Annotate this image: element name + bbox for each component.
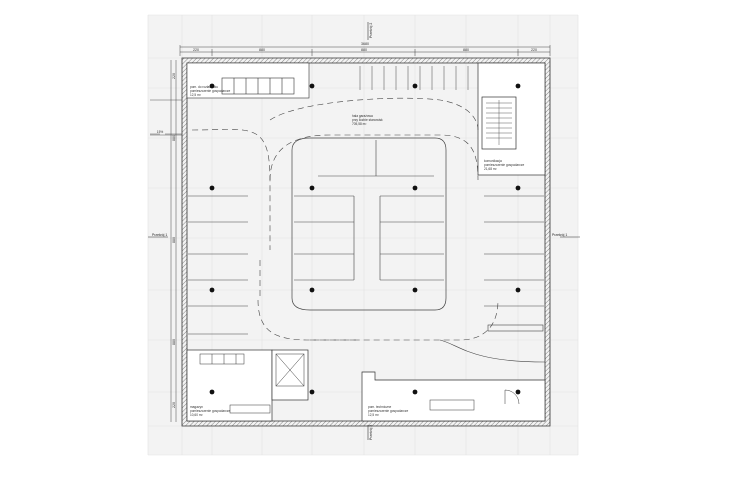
section-bottom: Przekrój 2 xyxy=(369,425,373,440)
dim-left-1: 220 xyxy=(172,73,176,79)
column xyxy=(309,287,315,293)
section-markers xyxy=(148,22,580,440)
ramp-label: 15% xyxy=(157,130,164,134)
column xyxy=(515,185,521,191)
column xyxy=(515,83,521,89)
structural-columns xyxy=(209,83,521,395)
column xyxy=(412,185,418,191)
driving-aisle xyxy=(191,97,499,341)
section-left: Przekrój 1 xyxy=(152,233,167,237)
dim-left-4: 880 xyxy=(172,339,176,345)
room-bottom-mid-type: pomieszczenie gospodarcze xyxy=(368,409,408,413)
column xyxy=(209,83,215,89)
section-top: Przekrój 2 xyxy=(369,23,373,38)
column xyxy=(515,389,521,395)
room-top-left xyxy=(186,62,310,99)
room-bottom-left-area: 10,60 m² xyxy=(190,413,203,417)
ramp-entrance xyxy=(150,99,182,136)
column xyxy=(209,185,215,191)
room-bottom-mid-area: 12,5 m² xyxy=(368,413,379,417)
room-bottom-left-name: magazyn xyxy=(190,405,203,409)
column xyxy=(515,287,521,293)
dim-top-4: 880 xyxy=(463,48,469,52)
garage-type: przy liczbie stanowisk xyxy=(352,118,383,122)
top-parking-slots xyxy=(359,66,469,90)
dim-top-1: 220 xyxy=(193,48,199,52)
dim-overall: 3680 xyxy=(361,42,369,46)
column xyxy=(412,389,418,395)
room-right-type: pomieszczenie gospodarcze xyxy=(484,163,524,167)
column xyxy=(412,287,418,293)
room-top-left-area: 12,5 m² xyxy=(190,93,201,97)
column xyxy=(412,83,418,89)
room-right-area: 21,68 m² xyxy=(484,167,497,171)
parking-bays-right xyxy=(484,195,544,332)
ramp-bottom-right xyxy=(439,339,546,363)
room-top-left-type: pomieszczenie gospodarcze xyxy=(190,89,230,93)
dim-top-3: 880 xyxy=(361,48,367,52)
parking-bays-inner xyxy=(294,140,444,281)
column xyxy=(309,83,315,89)
inner-island xyxy=(291,137,447,311)
bottom-mid-room xyxy=(361,371,546,422)
dim-left-5: 220 xyxy=(172,402,176,408)
dim-top-2: 880 xyxy=(259,48,265,52)
dim-left-2: 880 xyxy=(172,135,176,141)
room-top-left-name: pom. do rozładunku xyxy=(190,85,218,89)
column xyxy=(309,185,315,191)
parking-bays-left xyxy=(188,195,248,335)
bottom-left-rooms xyxy=(186,349,309,422)
section-right: Przekrój 1 xyxy=(552,233,567,237)
dim-left-3: 880 xyxy=(172,237,176,243)
garage-name: hala garażowa xyxy=(352,114,373,118)
dim-top-5: 220 xyxy=(531,48,537,52)
column xyxy=(209,389,215,395)
room-bottom-mid-name: pom. techniczne xyxy=(368,405,391,409)
stair-core xyxy=(477,62,546,176)
garage-area: 705,58 m² xyxy=(352,122,366,126)
column xyxy=(209,287,215,293)
room-bottom-left-type: pomieszczenie gospodarcze xyxy=(190,409,230,413)
column xyxy=(309,389,315,395)
dimension-lines xyxy=(170,45,551,422)
room-right-name: komunikacja xyxy=(484,159,502,163)
